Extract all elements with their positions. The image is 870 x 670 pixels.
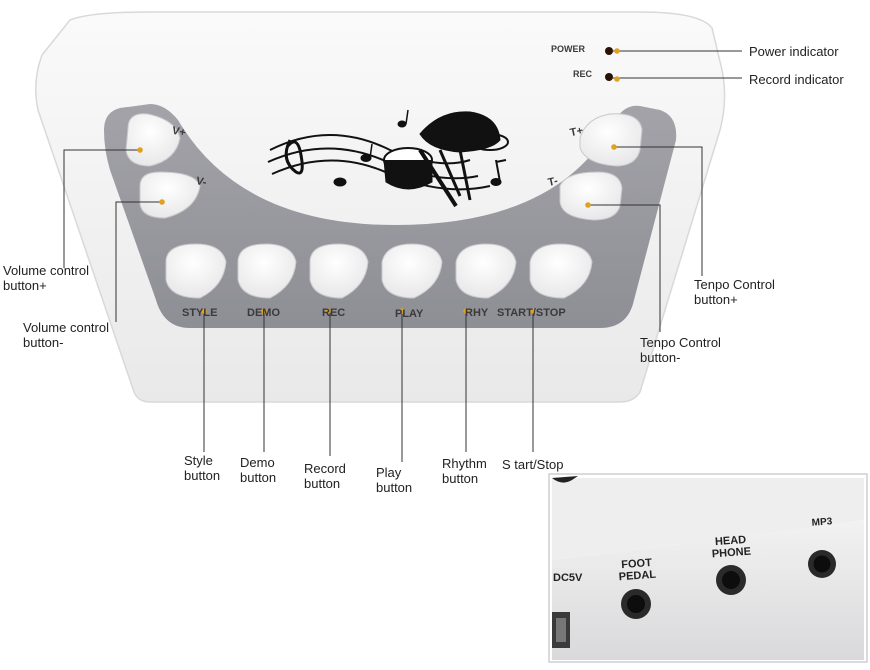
button-shapes [125,113,643,299]
callout-volume-plus: Volume control button+ [3,263,89,293]
callout-play: Play button [376,465,413,495]
start-stop-button[interactable]: START/STOP [497,307,566,319]
callout-power-indicator: Power indicator [749,44,839,59]
rec-button[interactable]: REC [322,307,346,319]
callout-record: Record button [304,461,346,491]
rhy-button[interactable]: RHY [465,307,489,319]
style-button[interactable]: STYLE [182,307,218,319]
rear-panel-inset [548,473,868,663]
t-minus-button-shape [559,171,623,221]
rec-led [605,73,613,81]
callout-start-stop: S tart/Stop [502,457,564,472]
rec-indicator-label: REC [573,69,593,79]
v-plus-button-shape [125,113,181,167]
dc5v-label: DC5V [553,572,583,584]
t-plus-button-shape [579,113,643,167]
demo-button[interactable]: DEMO [247,307,280,319]
drum-logo-artwork [267,109,509,208]
callout-dots [137,48,620,314]
callout-volume-minus: Volume control button- [23,320,109,350]
t-minus-button[interactable]: T- [546,175,559,189]
power-led [605,47,613,55]
callout-tempo-plus: Tenpo Control button+ [694,277,775,307]
v-plus-button[interactable]: V+ [170,124,187,140]
callout-rhythm: Rhythm button [442,456,487,486]
callout-style: Style button [184,453,221,483]
callout-tempo-minus: Tenpo Control button- [640,335,721,365]
foot-pedal-jack-label: FOOT PEDAL [618,556,657,584]
power-label: POWER [551,44,586,54]
callout-lines [63,50,742,462]
play-button[interactable]: PLAY [395,308,424,320]
callout-record-indicator: Record indicator [749,72,844,87]
mp3-jack-label: MP3 [811,516,833,529]
v-minus-button-shape [139,171,201,219]
headphone-jack-label: HEAD PHONE [711,533,752,561]
callout-demo: Demo button [240,455,277,485]
